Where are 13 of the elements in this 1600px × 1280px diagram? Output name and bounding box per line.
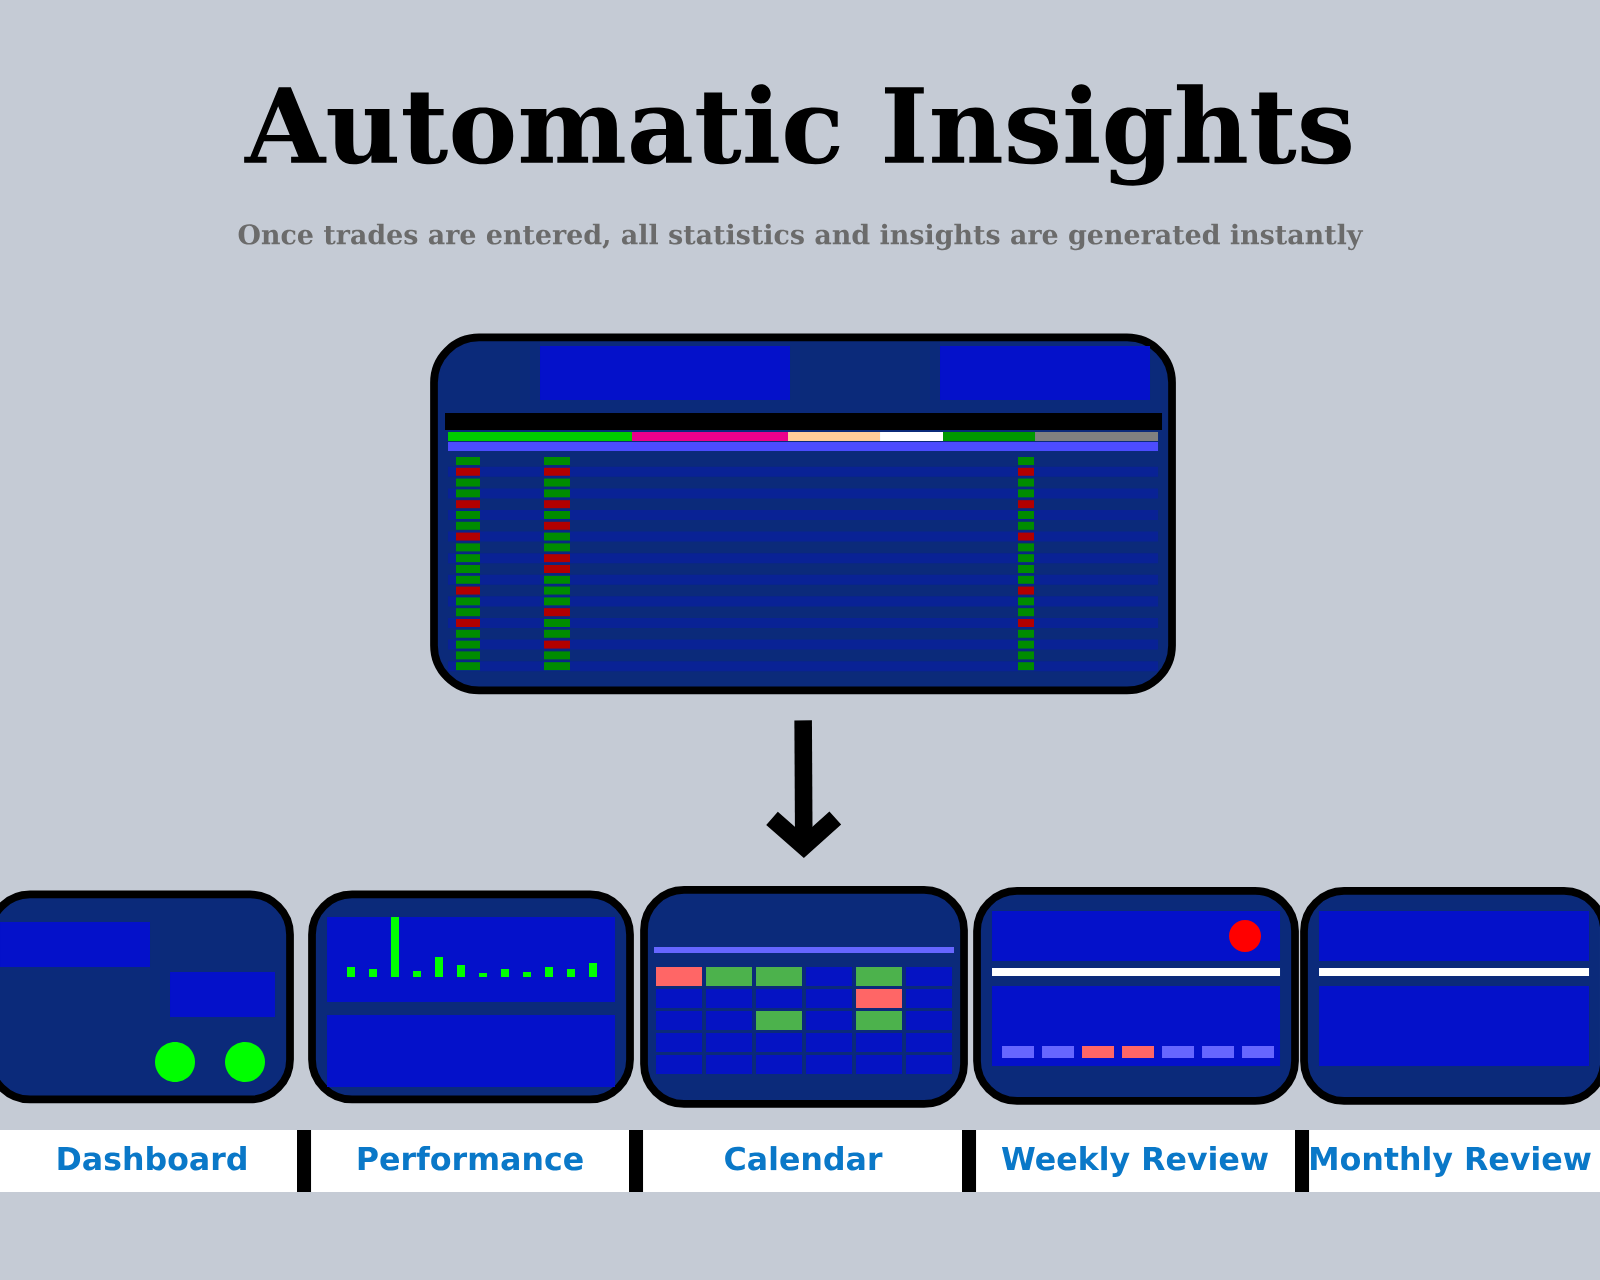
tab-label: Calendar <box>639 1130 967 1192</box>
tab-label: Weekly Review <box>971 1130 1300 1192</box>
weekly-review-screenshot <box>973 887 1299 1105</box>
spreadsheet-screenshot <box>430 333 1176 695</box>
monthly-review-screenshot <box>1300 887 1600 1105</box>
title: Automatic Insights <box>244 84 1351 186</box>
calendar-screenshot <box>640 886 968 1108</box>
subtitle: Once trades are entered, all statistics and insights are generated instantly <box>238 223 1364 251</box>
performance-screenshot <box>308 890 634 1104</box>
tab-label: Monthly Review <box>1300 1130 1600 1192</box>
tab-label: Performance <box>306 1130 634 1192</box>
dashboard-screenshot <box>0 890 294 1104</box>
tab-label: Dashboard <box>0 1130 304 1192</box>
